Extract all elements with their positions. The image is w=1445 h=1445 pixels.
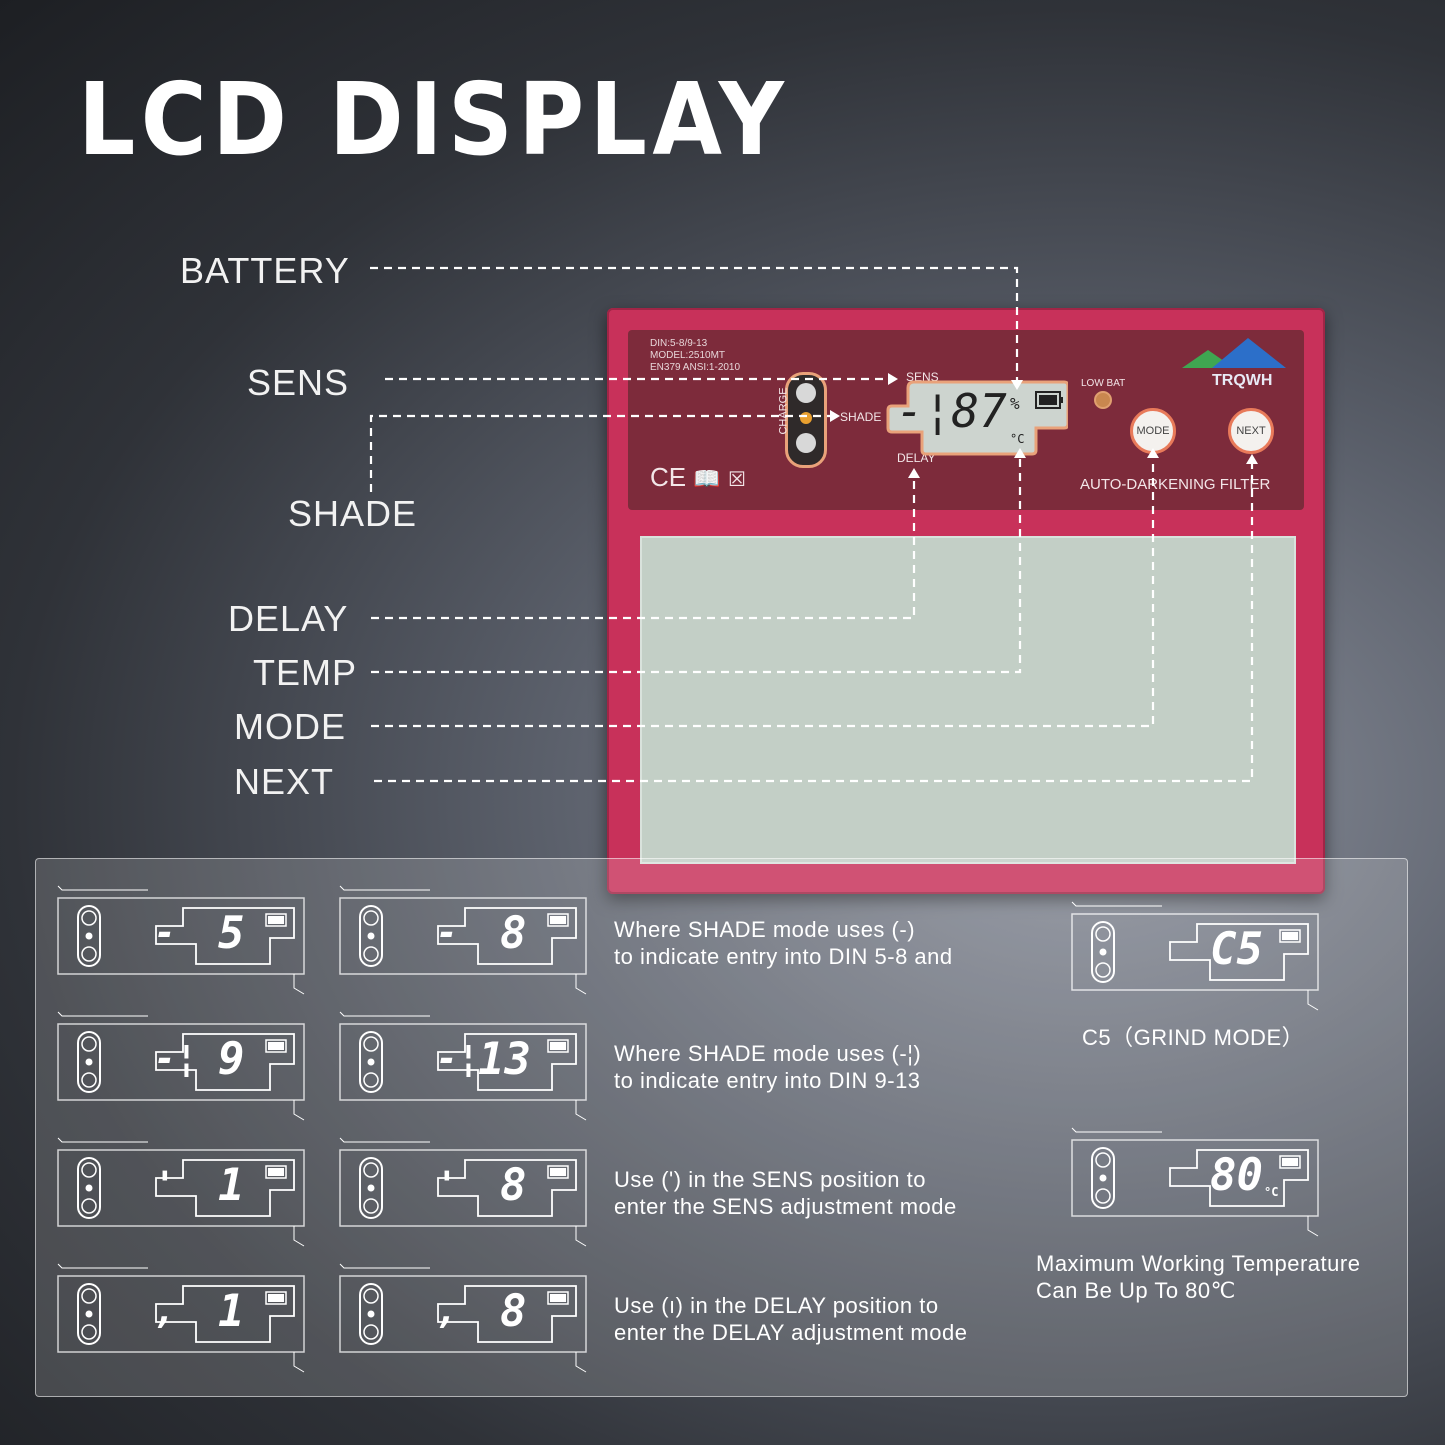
mini-lcd-digit: 9: [218, 1034, 245, 1085]
weee-bin-icon: ☒: [728, 469, 746, 491]
mini-lcd-outline: [339, 1263, 587, 1373]
callout-mode: MODE: [234, 706, 346, 747]
mini-lcd-unit: °C: [1264, 1185, 1279, 1199]
brand-logo-icon: [1182, 338, 1286, 368]
mini-lcd-row3-right: [339, 1137, 590, 1247]
mini-lcd-outline: [57, 1263, 305, 1373]
row4-description: Use (ı) in the DELAY position to enter t…: [614, 1293, 968, 1345]
charge-pin: [796, 433, 816, 453]
row1-description: Where SHADE mode uses (-) to indicate en…: [614, 917, 953, 969]
mode-button[interactable]: MODE: [1130, 408, 1176, 454]
shade-label: SHADE: [840, 410, 882, 424]
mini-lcd-prefix: -: [436, 913, 458, 954]
percent-sign: %: [1010, 394, 1020, 413]
mini-lcd-outline: [339, 1137, 587, 1247]
mini-lcd-outline: [57, 1011, 305, 1121]
next-button[interactable]: NEXT: [1228, 408, 1274, 454]
mini-lcd-row4-right: [339, 1263, 590, 1373]
mini-lcd-prefix: ': [436, 1165, 458, 1206]
mini-lcd-outline: [339, 1011, 587, 1121]
lcd-digits: -¦87: [896, 384, 1007, 438]
mini-lcd-row1-right: [339, 885, 590, 995]
mini-lcd-row2-right: [339, 1011, 590, 1121]
cert-marks: CE 📖 ☒: [650, 462, 746, 492]
mini-lcd-digit: 5: [218, 908, 245, 959]
row3-description: Use (') in the SENS position to enter th…: [614, 1167, 957, 1219]
lcd-screen: [886, 380, 1068, 456]
mini-lcd-digit: 8: [500, 1286, 527, 1337]
product-label: AUTO-DARKENING FILTER: [1080, 476, 1271, 493]
charge-port: [785, 372, 827, 468]
examples-panel: [35, 858, 1408, 1397]
mini-lcd-prefix: -: [154, 913, 176, 954]
manual-book-icon: 📖: [693, 466, 721, 491]
callout-delay: DELAY: [228, 598, 349, 639]
mini-lcd-outline: [57, 1137, 305, 1247]
mini-lcd-digit: 8: [500, 1160, 527, 1211]
callout-battery: BATTERY: [180, 250, 350, 291]
low-bat-label: LOW BAT: [1081, 378, 1126, 389]
mini-lcd-outline: [339, 885, 587, 995]
mini-lcd-row4-left: [57, 1263, 308, 1373]
grind-mode-caption: C5（GRIND MODE）: [1082, 1025, 1305, 1050]
mini-lcd-row1-left: [57, 885, 308, 995]
mini-lcd-prefix: ,: [436, 1291, 458, 1332]
celsius-sign: °C: [1010, 432, 1025, 446]
mini-lcd-digit: 8: [500, 908, 527, 959]
brand-name: TRQWH: [1212, 372, 1273, 389]
callout-temp: TEMP: [253, 652, 358, 693]
callout-shade: SHADE: [288, 493, 418, 534]
mini-lcd-digit: 1: [218, 1286, 245, 1337]
mini-lcd-outline: [57, 885, 305, 995]
mini-lcd-row3-left: [57, 1137, 308, 1247]
callout-next: NEXT: [234, 761, 335, 802]
mini-lcd-prefix: ': [154, 1165, 176, 1206]
callout-sens: SENS: [247, 362, 350, 403]
temperature-caption: Maximum Working Temperature Can Be Up To…: [1036, 1251, 1361, 1303]
low-bat-led: [1094, 391, 1112, 409]
mini-lcd-digit: 80: [1210, 1150, 1263, 1201]
page-title: LCD DISPLAY: [78, 61, 790, 178]
mini-lcd-outline: [1071, 1127, 1319, 1237]
spec-label: DIN:5-8/9-13 MODEL:2510MT EN379 ANSI:1-2…: [650, 338, 741, 373]
mini-lcd-digit: 13: [478, 1034, 531, 1085]
mini-lcd-temp: [1071, 1127, 1322, 1237]
mini-lcd-prefix: -¦: [436, 1039, 480, 1080]
charge-pin: [796, 383, 816, 403]
mini-lcd-digit: 1: [218, 1160, 245, 1211]
mini-lcd-digit: C5: [1210, 924, 1263, 975]
mini-lcd-prefix: ,: [154, 1291, 176, 1332]
mini-lcd-grind: [1071, 901, 1322, 1011]
viewing-lens: [640, 536, 1296, 864]
mini-lcd-prefix: -¦: [154, 1039, 198, 1080]
mini-lcd-outline: [1071, 901, 1319, 1011]
mini-lcd-row2-left: [57, 1011, 308, 1121]
row2-description: Where SHADE mode uses (-¦) to indicate e…: [614, 1041, 922, 1093]
